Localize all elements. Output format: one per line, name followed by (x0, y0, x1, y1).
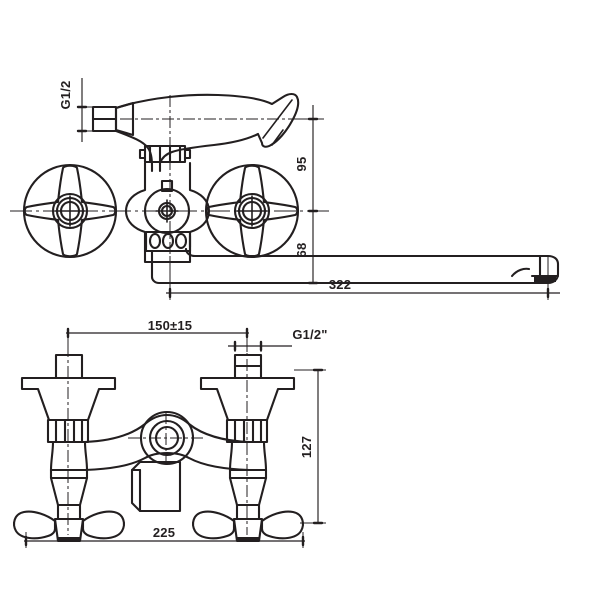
cross-handle-left-front[interactable] (22, 163, 118, 259)
dimension-inlet-thread-top: G1/2 (58, 78, 100, 142)
front-elevation-view: G1/2 95 68 322 (10, 78, 560, 300)
handset-collar-nut (138, 144, 192, 164)
dimension-label-g12-bottom: G1/2" (292, 327, 327, 342)
dimension-label-127: 127 (299, 436, 314, 458)
cross-handle-right-side[interactable] (192, 510, 304, 540)
dimension-inlet-thread-bottom: G1/2" (228, 327, 327, 352)
dimension-spout-length-322: 322 (166, 256, 560, 300)
dimension-label-68: 68 (294, 243, 309, 258)
dimension-height-127: 127 (294, 368, 326, 525)
cross-handle-left-side[interactable] (13, 510, 125, 540)
diverter-lower-collar (144, 230, 192, 253)
dimension-label-150: 150±15 (148, 318, 193, 333)
dimension-label-95: 95 (294, 157, 309, 172)
dimension-label-225: 225 (153, 525, 175, 540)
dimension-height-95: 95 (294, 105, 324, 213)
swivel-spout (150, 247, 560, 285)
dimension-width-225: 225 (24, 525, 305, 548)
diverter-body-side (83, 410, 251, 513)
dimension-height-68: 68 (294, 211, 319, 285)
dimension-label-g12-top: G1/2 (58, 81, 73, 110)
dimension-centres-150: 150±15 (66, 318, 249, 352)
valve-body-left (20, 353, 117, 543)
hand-shower-handset (114, 92, 300, 173)
valve-body-right (199, 353, 296, 543)
side-elevation-view: 150±15 G1/2" 127 225 (13, 318, 327, 548)
dimension-label-322: 322 (329, 277, 351, 292)
